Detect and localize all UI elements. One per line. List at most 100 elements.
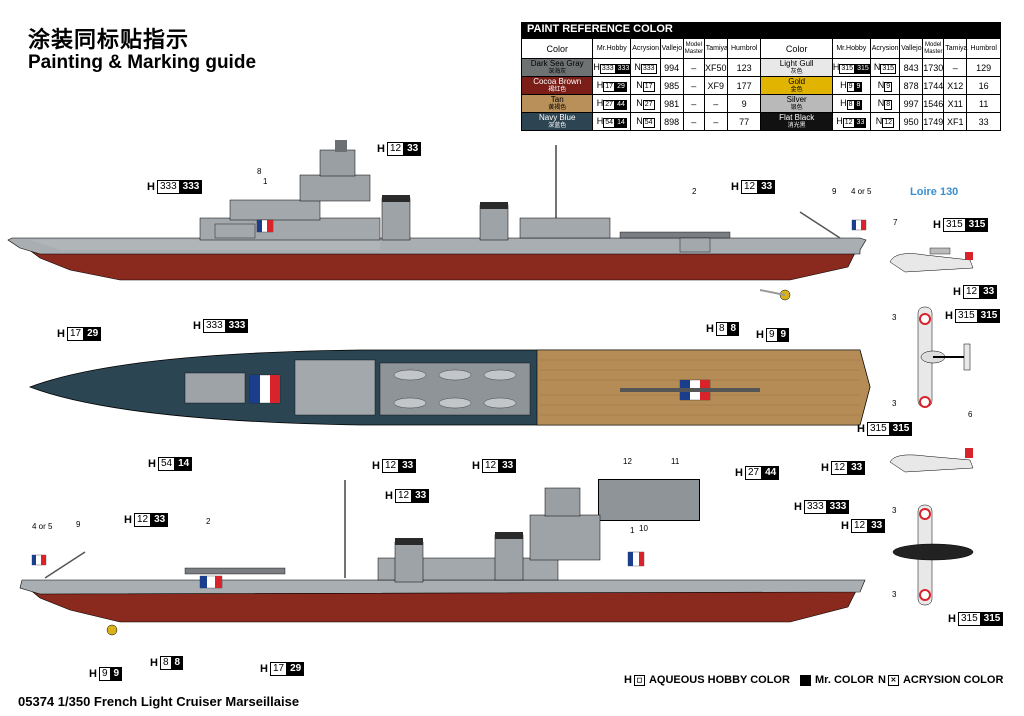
color-name: Light Gull bbox=[779, 58, 814, 68]
acrysion-code: 12 bbox=[882, 117, 895, 128]
callout-hobby-code: 17 bbox=[66, 327, 85, 341]
callout-hobby-code: 333 bbox=[156, 180, 180, 194]
swatch-cell: Dark Sea Gray 深海灰 bbox=[520, 58, 594, 77]
callout-mr-code: 33 bbox=[499, 459, 517, 473]
hobby-code: 27 bbox=[603, 99, 616, 110]
part-number: 2 bbox=[692, 187, 697, 196]
col-header: Vallejo bbox=[659, 38, 684, 59]
vallejo-cell: 994 bbox=[659, 58, 684, 77]
humbrol-cell: 33 bbox=[966, 112, 1001, 131]
callout-hobby-code: 12 bbox=[394, 489, 413, 503]
part-number: 3 bbox=[892, 313, 897, 322]
callout-hobby-code: 333 bbox=[202, 319, 226, 333]
acrysion-symbol-icon: ✕ bbox=[887, 674, 899, 686]
aqueous-symbol-icon: ◻ bbox=[633, 674, 645, 686]
humbrol-cell: 77 bbox=[726, 112, 762, 131]
part-number: 10 bbox=[639, 524, 648, 533]
humbrol-cell: 11 bbox=[966, 94, 1001, 113]
model-master-cell: 1744 bbox=[922, 76, 945, 95]
color-name-cn: 黄褐色 bbox=[548, 104, 567, 111]
callout-mr-code: 33 bbox=[848, 461, 866, 475]
legend-acrysion-label: ACRYSION COLOR bbox=[902, 674, 1004, 686]
hobby-code: 8 bbox=[846, 99, 855, 110]
callout-mr-code: 14 bbox=[175, 457, 193, 471]
tamiya-cell: XF1 bbox=[943, 112, 968, 131]
humbrol-cell: 123 bbox=[726, 58, 762, 77]
callout-prefix: H bbox=[756, 329, 764, 341]
callout-mr-code: 33 bbox=[399, 459, 417, 473]
callout-hobby-code: 333 bbox=[803, 500, 827, 514]
callout-hobby-code: 54 bbox=[157, 457, 176, 471]
color-name-cn: 银色 bbox=[790, 104, 803, 111]
humbrol-cell: 16 bbox=[966, 76, 1001, 95]
hobby-code: 17 bbox=[603, 81, 616, 92]
aircraft-top-1 bbox=[917, 306, 971, 408]
part-number: 1 bbox=[630, 526, 635, 535]
part-number: 3 bbox=[892, 399, 897, 408]
callout-prefix: H bbox=[735, 467, 743, 479]
detail-inset bbox=[598, 479, 700, 521]
legend-aqueous: H ◻ AQUEOUS HOBBY COLOR bbox=[624, 674, 790, 686]
col-header: Tamiya bbox=[943, 38, 967, 59]
callout-mr-code: 315 bbox=[977, 309, 1001, 323]
tamiya-cell: XF9 bbox=[703, 76, 728, 95]
callout-prefix: H bbox=[193, 320, 201, 332]
callout-hobby-code: 12 bbox=[850, 519, 869, 533]
callout-prefix: H bbox=[147, 181, 155, 193]
callout-hobby-code: 315 bbox=[954, 309, 978, 323]
aircraft-side-2 bbox=[889, 448, 974, 473]
acrysion-code: 9 bbox=[884, 81, 893, 92]
vallejo-cell: 981 bbox=[659, 94, 684, 113]
paint-table-head-row: Color Mr.Hobby Acrysion Vallejo Model Ma… bbox=[520, 38, 1001, 59]
humbrol-cell: 9 bbox=[726, 94, 762, 113]
col-header: Humbrol bbox=[726, 38, 762, 59]
part-number: 4 or 5 bbox=[851, 187, 872, 196]
swatch-cell: Cocoa Brown 褐红色 bbox=[520, 76, 594, 95]
model-master-cell: – bbox=[682, 94, 705, 113]
mr-color-code: 29 bbox=[615, 81, 627, 92]
callout-prefix: H bbox=[945, 310, 953, 322]
mr-color-symbol-icon bbox=[800, 674, 811, 686]
hobby-code: 12 bbox=[842, 117, 855, 128]
callout-hobby-code: 315 bbox=[866, 422, 890, 436]
legend-aqueous-label: AQUEOUS HOBBY COLOR bbox=[648, 674, 790, 686]
callout-hobby-code: 315 bbox=[957, 612, 981, 626]
hobby-code: 333 bbox=[599, 63, 616, 74]
mr-color-code: 33 bbox=[854, 117, 867, 128]
vallejo-cell: 898 bbox=[659, 112, 684, 131]
acrysion-code: 27 bbox=[642, 99, 655, 110]
callout-prefix: H bbox=[933, 219, 941, 231]
col-header: Tamiya bbox=[703, 38, 728, 59]
color-name-cn: 金色 bbox=[790, 86, 803, 93]
callout-mr-code: 33 bbox=[868, 519, 886, 533]
title-english: Painting & Marking guide bbox=[28, 52, 257, 73]
part-number: 12 bbox=[623, 457, 632, 466]
col-header: Color bbox=[520, 38, 594, 59]
part-number: 2 bbox=[206, 517, 211, 526]
callout-mr-code: 44 bbox=[762, 466, 780, 480]
swatch-cell: Gold 金色 bbox=[760, 76, 833, 95]
mr-color-code: 333 bbox=[615, 63, 630, 74]
mr-color-code: 8 bbox=[854, 99, 863, 110]
tamiya-cell: – bbox=[703, 94, 728, 113]
model-master-cell: – bbox=[682, 112, 705, 131]
callout-prefix: H bbox=[731, 181, 739, 193]
callout-hobby-code: 12 bbox=[133, 513, 152, 527]
legend-n-prefix: N bbox=[878, 674, 886, 686]
vallejo-cell: 878 bbox=[899, 76, 924, 95]
color-name-cn: 深蓝色 bbox=[548, 122, 567, 129]
callout-hobby-code: 9 bbox=[98, 667, 111, 681]
